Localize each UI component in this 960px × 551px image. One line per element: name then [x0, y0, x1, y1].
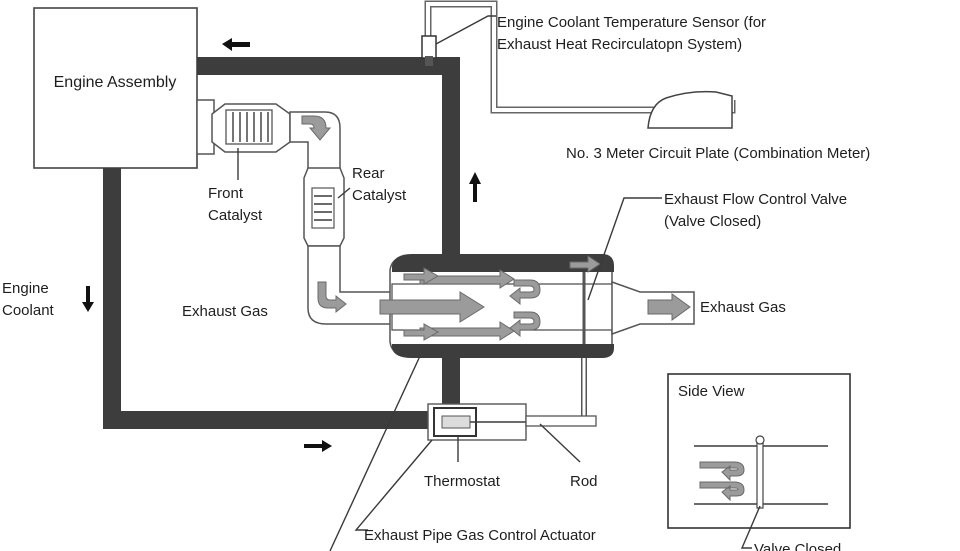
valve-closed-label: Valve Closed [754, 541, 841, 551]
valve-closed-leader-line [740, 505, 761, 549]
heat-exchanger-top-jacket [392, 254, 614, 272]
valve-label-line2: (Valve Closed) [664, 213, 761, 230]
exhaust-flow-arrow-return-top [419, 269, 515, 289]
thermostat-label: Thermostat [424, 473, 501, 490]
actuator-leader-line-1 [329, 355, 421, 551]
exhaust-flow-arrow-bend-bottom [317, 281, 347, 314]
actuator-rod [525, 415, 597, 427]
rear-catalyst-leader-line [337, 187, 351, 199]
heat-exchanger-bottom-jacket [392, 344, 614, 358]
front-catalyst-label-line2: Catalyst [208, 207, 263, 224]
exhaust-flow-arrow-u-turn-top [509, 279, 541, 306]
coolant-direction-arrow-up [469, 172, 481, 202]
valve-label-line1: Exhaust Flow Control Valve [664, 191, 847, 208]
sensor-leader-line [435, 15, 496, 45]
sensor-tip [425, 56, 433, 66]
exhaust-flow-arrow-u-turn-bottom [509, 311, 541, 338]
engine-coolant-label-line1: Engine [2, 280, 49, 297]
exhaust-gas-out-label: Exhaust Gas [700, 299, 786, 316]
coolant-pipe-bottom [103, 168, 435, 429]
exhaust-manifold-pipe [196, 99, 215, 155]
side-view-valve-shaft [756, 437, 764, 509]
sensor-label-line2: Exhaust Heat Recirculatopn System) [497, 36, 742, 53]
exhaust-pipe-to-rear-catalyst [289, 111, 341, 171]
exhaust-flow-arrow-outlet [647, 293, 691, 321]
actuator-label: Exhaust Pipe Gas Control Actuator [364, 527, 596, 544]
coolant-direction-arrow-down [82, 286, 94, 312]
engine-coolant-label-line2: Coolant [2, 302, 55, 319]
rear-catalyst-label-line2: Catalyst [352, 187, 407, 204]
no3-meter-circuit-plate-icon [647, 90, 733, 129]
engine-assembly-box [33, 7, 198, 169]
exhaust-flow-arrow-jacket-right [569, 255, 601, 273]
actuator-leader-line-2 [354, 439, 433, 531]
thermostat-core [441, 415, 471, 429]
coolant-direction-arrow-right [304, 440, 332, 452]
exhaust-flow-arrow-jacket-top-left [403, 267, 440, 285]
coolant-pipe-top [197, 57, 460, 258]
meter-plate-label: No. 3 Meter Circuit Plate (Combination M… [566, 145, 870, 162]
coolant-direction-arrow-left [222, 38, 250, 51]
engine-assembly-label: Engine Assembly [54, 74, 177, 91]
exhaust-gas-in-label: Exhaust Gas [182, 303, 268, 320]
valve-leader-line [587, 197, 662, 301]
exhaust-flow-arrow-main [379, 291, 485, 323]
side-view-flow-arrow-top [699, 461, 745, 482]
rear-catalyst-element-icon [311, 187, 335, 229]
exhaust-flow-arrow-return-bottom [419, 321, 515, 341]
front-catalyst-label-line1: Front [208, 185, 244, 202]
front-catalyst-element-icon [225, 109, 273, 145]
sensor-label-line1: Engine Coolant Temperature Sensor (for [497, 14, 766, 31]
rod-leader-line [539, 423, 581, 463]
exhaust-flow-arrow-bend-top [301, 115, 332, 141]
engine-coolant-temperature-sensor [421, 35, 437, 59]
side-view-label: Side View [678, 383, 745, 400]
rod-label: Rod [570, 473, 598, 490]
side-view-valve-pivot [755, 435, 765, 445]
exhaust-flow-arrow-jacket-bottom-left [403, 323, 440, 341]
side-view-flow-arrow-bottom [699, 481, 745, 502]
rear-catalyst-label-line1: Rear [352, 165, 385, 182]
